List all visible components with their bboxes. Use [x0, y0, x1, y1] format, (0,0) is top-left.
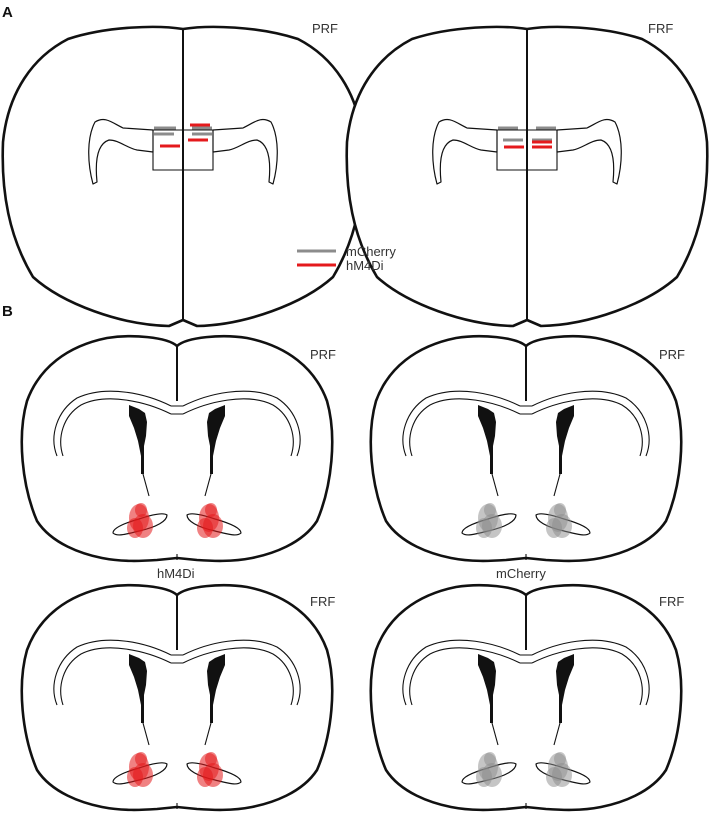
panel-b-label: B — [2, 303, 13, 320]
legend-label: hM4Di — [346, 258, 384, 273]
condition-label: FRF — [659, 594, 684, 609]
brain-section-hm4di-prf — [20, 334, 334, 563]
group-label-hm4di: hM4Di — [157, 566, 195, 581]
brain-section-mcherry-frf — [369, 583, 683, 812]
condition-label: FRF — [310, 594, 335, 609]
condition-label: PRF — [310, 347, 336, 362]
legend-label: mCherry — [346, 244, 396, 259]
brain-section-mcherry-prf — [369, 334, 683, 563]
group-label-mcherry: mCherry — [496, 566, 546, 581]
condition-label: PRF — [312, 21, 338, 36]
brain-section-hm4di-frf — [20, 583, 334, 812]
panel-a-label: A — [2, 4, 13, 21]
condition-label: FRF — [648, 21, 673, 36]
legend: mCherry hM4Di — [297, 244, 396, 273]
condition-label: PRF — [659, 347, 685, 362]
brain-section-frf — [345, 25, 709, 328]
brain-section-prf — [1, 25, 365, 328]
